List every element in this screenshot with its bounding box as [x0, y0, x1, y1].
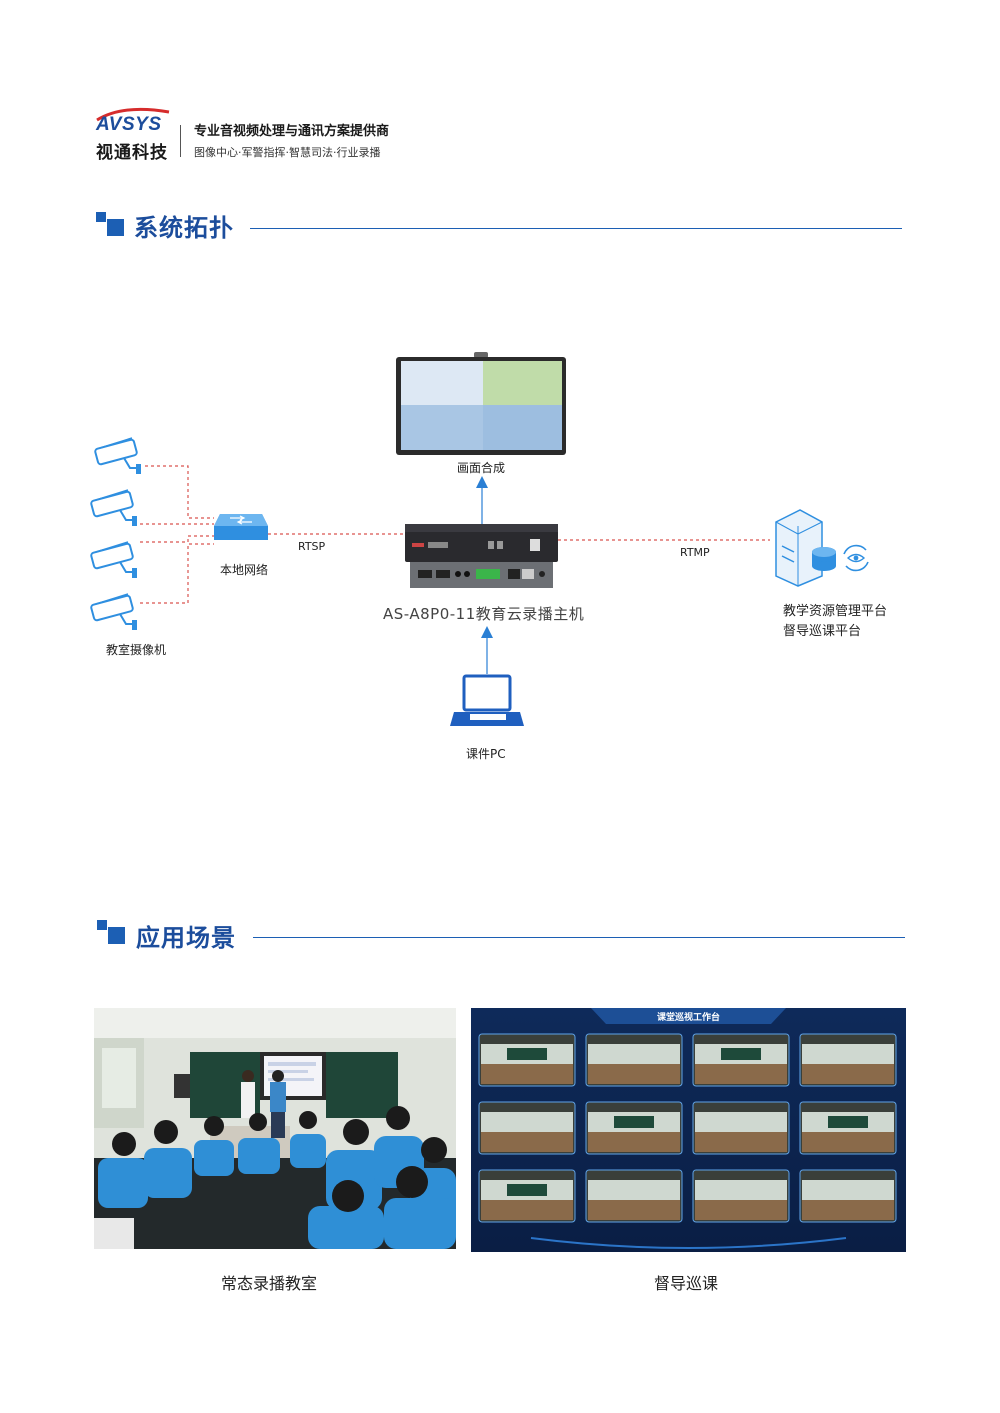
caption-patrol: 督导巡课 [653, 1274, 718, 1293]
section-topology-icon [96, 212, 126, 238]
dashboard-title: 课堂巡视工作台 [656, 1013, 720, 1023]
camera-icon [93, 437, 142, 475]
laptop-pc-icon [450, 674, 524, 726]
tagline-sub: 图像中心·军警指挥·智慧司法·行业录播 [194, 146, 381, 159]
logo-text-cn: 视通科技 [96, 143, 168, 163]
logo-swoosh-icon [96, 107, 170, 122]
server-platform-icon [775, 509, 836, 587]
section-scenarios-title: 应用场景 [136, 924, 236, 952]
section-scenarios-icon [97, 920, 127, 946]
classroom-photo [94, 1008, 456, 1249]
platform-label-2: 督导巡课平台 [783, 624, 862, 639]
dashboard-thumbnails [478, 1033, 897, 1223]
network-switch-icon [214, 514, 268, 540]
section-topology-rule [250, 228, 902, 229]
topology-diagram [89, 352, 869, 726]
rtsp-label: RTSP [298, 540, 326, 553]
camera-icon [89, 541, 138, 579]
sync-eye-icon [843, 544, 869, 572]
switch-label: 本地网络 [220, 563, 269, 577]
display-label: 画面合成 [457, 461, 506, 475]
camera-links [140, 465, 770, 604]
host-label: AS-A8P0-11教育云录播主机 [383, 605, 585, 623]
cameras-label: 教室摄像机 [106, 643, 167, 657]
patrol-dashboard-screenshot: 课堂巡视工作台 [471, 1008, 906, 1252]
logo-text-en: AVSYS [96, 114, 162, 135]
section-topology-title: 系统拓扑 [134, 214, 234, 242]
caption-classroom: 常态录播教室 [220, 1274, 317, 1293]
tagline-main: 专业音视频处理与通讯方案提供商 [194, 124, 390, 139]
section-scenarios-rule [253, 937, 905, 938]
header-divider [180, 125, 181, 157]
camera-icon [89, 593, 138, 631]
display-screen-icon [396, 352, 566, 455]
rtmp-label: RTMP [680, 546, 710, 559]
platform-label-1: 教学资源管理平台 [783, 604, 888, 619]
camera-icon [89, 489, 138, 527]
pc-label: 课件PC [466, 747, 506, 761]
recording-host-device-icon [405, 524, 558, 588]
